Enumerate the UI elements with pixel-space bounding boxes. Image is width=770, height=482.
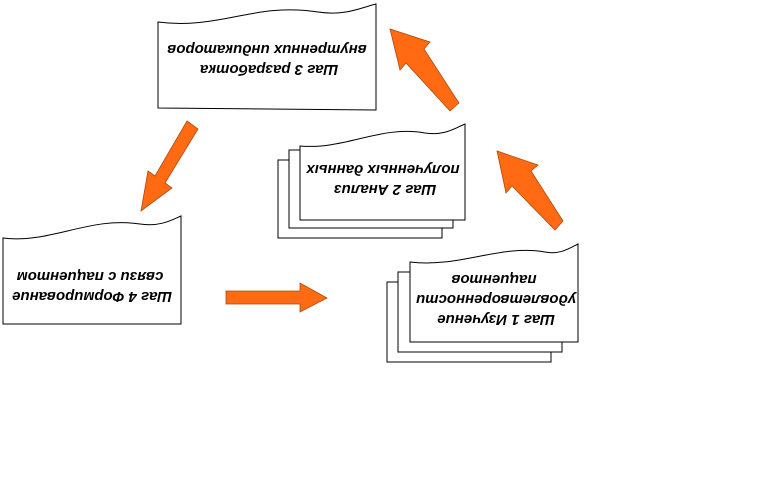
step3-document-shape (157, 3, 377, 111)
step3-line-2: внутренних индикаторов (167, 41, 367, 58)
step3-label: Шаг 3 разработка внутренних индикаторов (167, 41, 367, 78)
step1-front-sheet (409, 243, 579, 343)
step1-line-2: удовлетворенности (416, 291, 577, 308)
step4-line-1: Шаг 4 Формирование (12, 288, 172, 305)
step1-document-stack: Шаг 1 Изучение удовлетворенности пациент… (386, 243, 579, 363)
arrow-step3-to-step4 (140, 120, 199, 212)
step2-line-2: полученных данных (306, 161, 460, 178)
step3-line-1: Шаг 3 разработка (200, 61, 338, 78)
step2-label: Шаг 2 Анализ полученных данных (306, 161, 460, 198)
step4-document-shape (2, 215, 182, 325)
step3-document: Шаг 3 разработка внутренних индикаторов (157, 3, 377, 111)
step4-label: Шаг 4 Формирование связи с пациентом (8, 268, 172, 305)
step4-line-2: связи с пациентом (17, 268, 164, 285)
step1-line-3: пациентов (451, 271, 536, 288)
step4-document: Шаг 4 Формирование связи с пациентом (2, 215, 182, 325)
arrow-step2-to-step3 (389, 28, 460, 112)
arrow-step4-to-step1 (225, 282, 328, 313)
step2-document-stack: Шаг 2 Анализ полученных данных (277, 123, 466, 239)
step1-label: Шаг 1 Изучение удовлетворенности пациент… (412, 271, 577, 328)
arrows (140, 28, 564, 313)
arrow-step1-to-step2 (496, 150, 564, 231)
step1-line-1: Шаг 1 Изучение (437, 311, 555, 328)
step2-front-sheet (299, 123, 466, 221)
step2-line-1: Шаг 2 Анализ (334, 181, 437, 198)
